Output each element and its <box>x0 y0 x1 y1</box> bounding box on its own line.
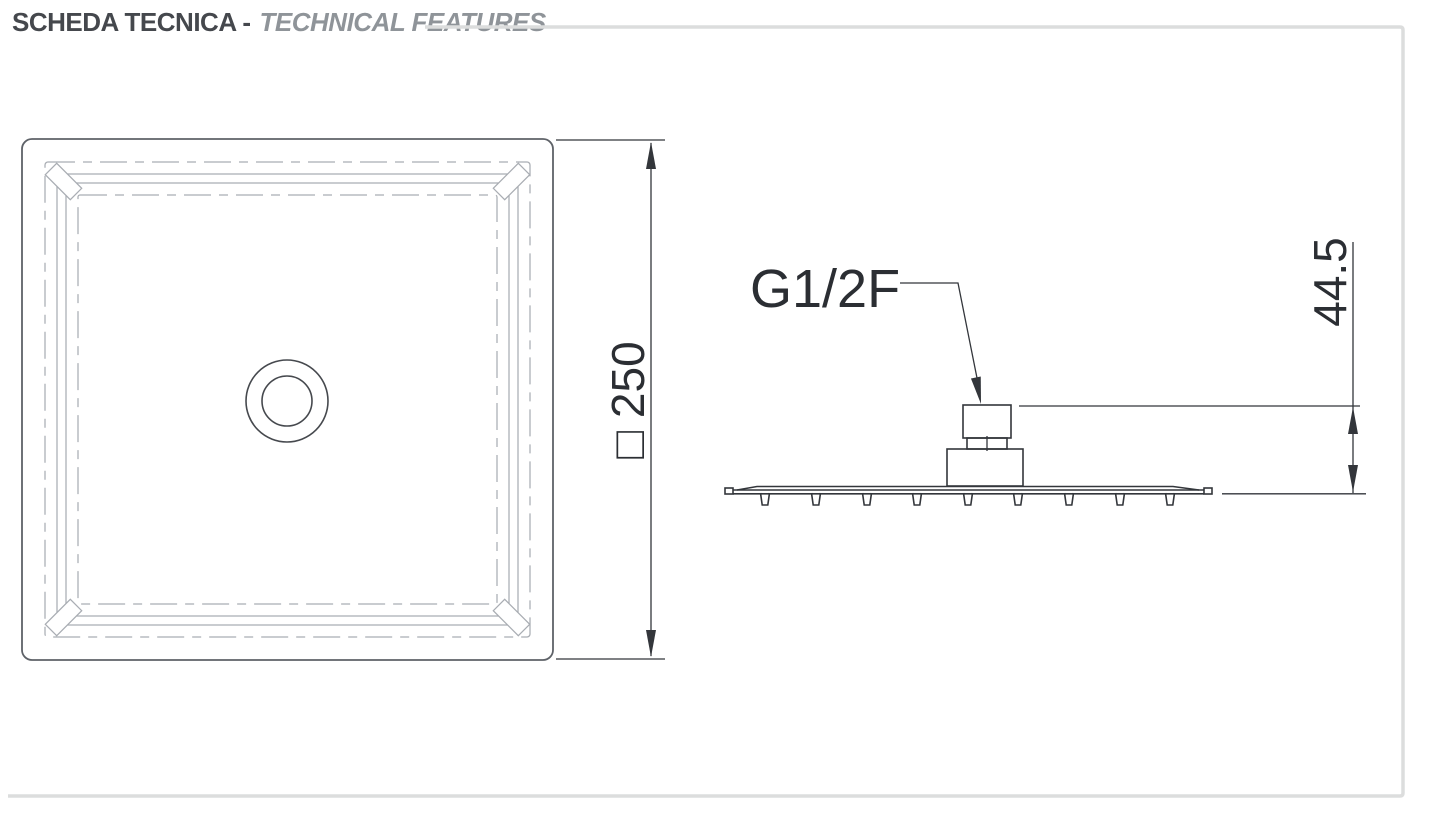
corner-chamfer-top-right <box>492 162 531 201</box>
nozzle <box>810 492 822 506</box>
section-title-italian: SCHEDA TECNICA - <box>12 6 251 37</box>
nozzle <box>759 492 771 506</box>
connection-label: G1/2F <box>750 259 900 319</box>
connector-top-box <box>962 404 1012 439</box>
plate-top-bevel-line <box>736 485 1200 491</box>
nozzle <box>1063 492 1075 506</box>
top-view-drawing <box>21 138 554 661</box>
leader-line <box>900 282 978 379</box>
width-dimension: □ 250 <box>556 139 665 660</box>
side-view-drawing <box>724 404 1213 506</box>
height-dimension-label: 44.5 <box>1304 237 1356 327</box>
connector-base-box <box>946 448 1024 487</box>
nozzle <box>1012 492 1024 506</box>
height-dimension: 44.5 <box>1019 237 1366 495</box>
water-inlet-inner-circle <box>261 375 313 427</box>
panel-border <box>8 25 1405 798</box>
leader-arrow <box>970 376 986 405</box>
corner-chamfer-top-left <box>44 162 83 201</box>
water-inlet-outer-circle <box>245 359 329 443</box>
dimension-arrow-up <box>1348 407 1358 434</box>
top-view-rim-outer <box>56 173 519 626</box>
dimension-arrow-down <box>646 630 656 657</box>
top-view-rim-inner <box>65 182 510 617</box>
corner-chamfer-bottom-left <box>44 598 83 637</box>
nozzle <box>962 492 974 506</box>
top-view-hidden-line-inner <box>77 194 498 605</box>
top-view-outer-edge <box>21 138 554 661</box>
nozzle <box>1114 492 1126 506</box>
width-dimension-label: □ 250 <box>602 341 654 458</box>
corner-chamfer-bottom-right <box>492 598 531 637</box>
nozzle <box>861 492 873 506</box>
connection-callout: G1/2F <box>750 259 986 405</box>
section-header: SCHEDA TECNICA - TECHNICAL FEATURES <box>12 6 546 38</box>
nozzle <box>911 492 923 506</box>
top-view-hidden-line-outer <box>44 161 531 638</box>
plate-end-cap-left <box>724 487 734 495</box>
section-title-english: TECHNICAL FEATURES <box>259 6 547 37</box>
plate-end-cap-right <box>1203 487 1213 495</box>
dimension-arrow-down <box>1348 465 1358 492</box>
nozzle <box>1164 492 1176 506</box>
spray-nozzles <box>759 492 1176 506</box>
dimension-arrow-up <box>646 142 656 169</box>
